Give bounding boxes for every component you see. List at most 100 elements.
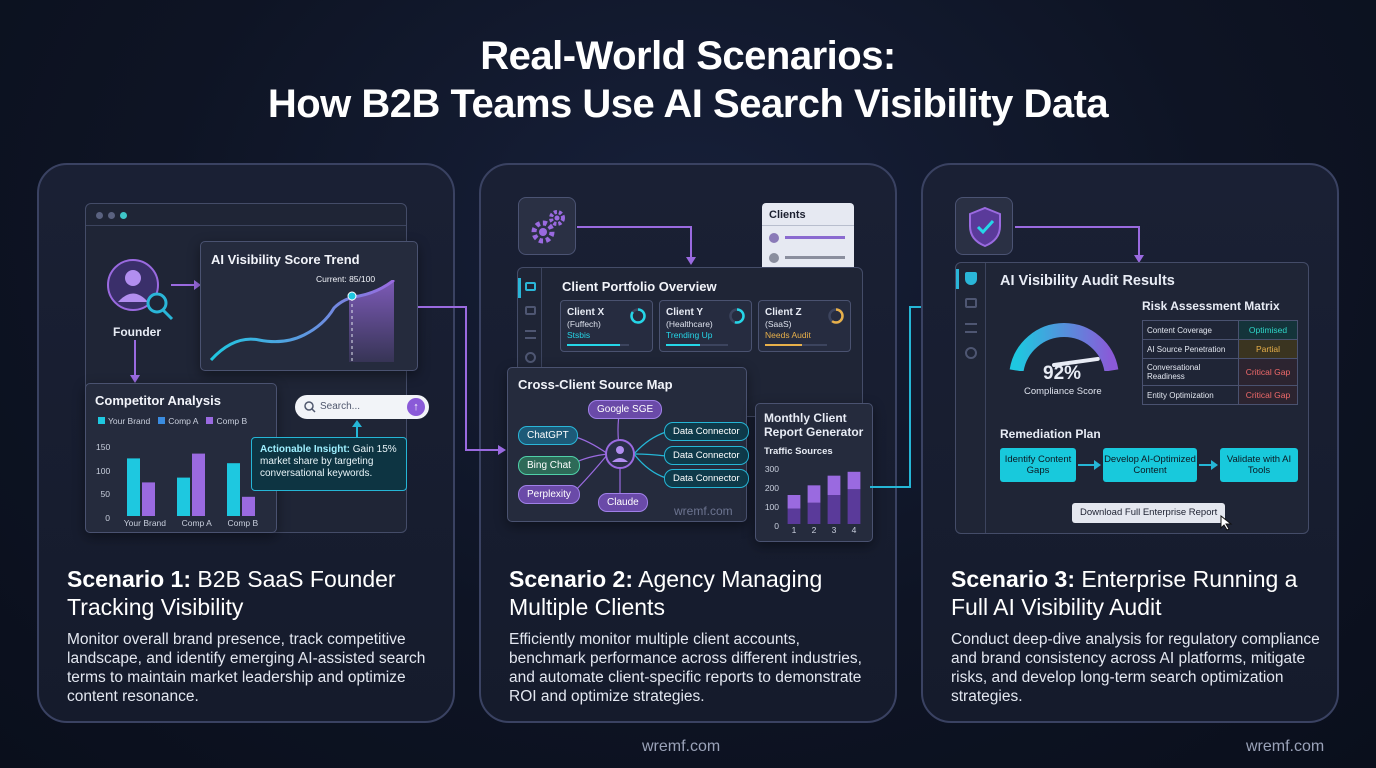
- client-card[interactable]: Client X (Fuffech) Stsbis: [560, 300, 653, 352]
- legend-your-brand: Your Brand: [108, 416, 151, 426]
- cursor-icon: [1220, 515, 1233, 531]
- source-map-links: [571, 409, 667, 495]
- scenario-1-description: Monitor overall brand presence, track co…: [67, 631, 426, 705]
- source-bing-chat[interactable]: Bing Chat: [518, 456, 580, 475]
- trend-area: [349, 280, 394, 362]
- xtick: 1: [791, 525, 797, 535]
- shield-box: [955, 197, 1013, 255]
- client-card[interactable]: Client Z (SaaЅ) Needs Audit: [758, 300, 851, 352]
- gauge-arc: [1009, 323, 1119, 371]
- footer-watermark-right: wremf.com: [1246, 738, 1325, 755]
- client-status: Trending Up: [666, 330, 713, 340]
- traffic-bar: [787, 495, 801, 509]
- scenario-1-name: B2B SaaS Founder Tracking Visibility: [67, 566, 396, 620]
- risk-row: Conversational Readiness Critical Gap: [1143, 358, 1297, 385]
- traffic-title: Traffic Sources: [764, 446, 833, 457]
- traffic-bar: [807, 485, 821, 503]
- search-input[interactable]: Search... ↑: [295, 395, 429, 419]
- traffic-bar: [827, 495, 841, 524]
- table-icon[interactable]: [965, 298, 977, 308]
- xtick: 4: [851, 525, 857, 535]
- gear-icon: [531, 210, 565, 244]
- legend-comp-b: Comp B: [216, 416, 248, 426]
- traffic-bar: [847, 489, 861, 524]
- client-card[interactable]: Client Y (Healthcare) Trending Up: [659, 300, 752, 352]
- legend-item: Your Brand: [98, 416, 150, 426]
- source-map-watermark: wremf.com: [674, 504, 733, 518]
- client-status: Needs Audit: [765, 330, 811, 340]
- client-name: Client Z: [765, 307, 802, 318]
- search-submit-icon[interactable]: ↑: [407, 398, 425, 416]
- source-claude[interactable]: Claude: [598, 493, 648, 512]
- source-map-title: Cross-Client Source Map: [518, 377, 673, 392]
- window-dot-icon: [108, 212, 115, 219]
- ytick: 0: [105, 512, 110, 523]
- xtick: 3: [831, 525, 837, 535]
- search-icon: [304, 401, 316, 413]
- browser-titlebar: [86, 204, 406, 226]
- risk-status: Partial: [1239, 340, 1297, 358]
- scenario-2-panel: Clients Client Portfolio Overview Client…: [479, 163, 897, 723]
- client-name: Client X: [567, 307, 605, 318]
- source-google-sge[interactable]: Google SGE: [588, 400, 663, 419]
- risk-row: Content Coverage Optimised: [1143, 321, 1297, 339]
- client-progress-ring: [828, 308, 844, 324]
- data-connector[interactable]: Data Connector: [664, 446, 749, 465]
- table-icon[interactable]: [525, 306, 536, 315]
- competitor-card: Competitor Analysis Your Brand Comp A Co…: [85, 383, 277, 533]
- portfolio-sidebar: [518, 268, 542, 416]
- scenario-3-title: Scenario 3: Enterprise Running a Full AI…: [951, 565, 1321, 621]
- shield-nav-icon[interactable]: [965, 272, 977, 285]
- scenario-3-number: Scenario 3:: [951, 566, 1075, 592]
- report-yaxis: 300 200 100 0: [761, 460, 779, 536]
- scenario-3-name: Enterprise Running a Full AI Visibility …: [951, 566, 1298, 620]
- competitor-xaxis: Your Brand Comp A Comp B: [116, 518, 266, 528]
- window-dot-icon: [96, 212, 103, 219]
- clients-list-title: Clients: [769, 209, 806, 221]
- source-perplexity[interactable]: Perplexity: [518, 485, 580, 504]
- remediation-title: Remediation Plan: [1000, 427, 1101, 441]
- step-develop-content[interactable]: Develop AI-Optimized Content: [1103, 448, 1197, 482]
- traffic-bar: [827, 475, 841, 495]
- xtick: Comp B: [227, 518, 259, 528]
- ytick: 200: [764, 483, 779, 493]
- shield-check-icon: [969, 206, 1001, 248]
- source-chatgpt[interactable]: ChatGPT: [518, 426, 578, 445]
- competitor-yaxis: 150 100 50 0: [96, 436, 110, 530]
- settings-icon[interactable]: [525, 352, 536, 363]
- compliance-score: 92%: [1043, 363, 1082, 384]
- insight-box: Actionable Insight: Gain 15% market shar…: [251, 437, 407, 491]
- list-icon[interactable]: [965, 323, 977, 333]
- flow-arrows: [130, 280, 362, 437]
- scenario-2-name: Agency Managing Multiple Clients: [509, 566, 823, 620]
- client-status: Stsbis: [567, 330, 591, 340]
- scenario-1-panel: Founder AI Visibility Score Trend Curren…: [37, 163, 455, 723]
- client-industry: (Healthcare): [666, 319, 713, 329]
- data-connector[interactable]: Data Connector: [664, 422, 749, 441]
- competitor-bar: [227, 463, 240, 516]
- settings-icon[interactable]: [965, 347, 977, 359]
- competitor-bar: [177, 477, 190, 516]
- legend-item: Comp A: [158, 416, 198, 426]
- search-placeholder: Search...: [320, 401, 361, 412]
- client-progress-ring: [630, 308, 646, 324]
- scenario-1-number: Scenario 1:: [67, 566, 191, 592]
- step-validate[interactable]: Validate with AI Tools: [1220, 448, 1298, 482]
- title-line-1: Real-World Scenarios:: [480, 34, 896, 78]
- dashboard-icon[interactable]: [525, 282, 536, 291]
- list-icon[interactable]: [525, 330, 536, 339]
- data-connector[interactable]: Data Connector: [664, 469, 749, 488]
- download-report-button[interactable]: Download Full Enterprise Report: [1072, 503, 1226, 523]
- risk-title: Risk Assessment Matrix: [1142, 299, 1280, 313]
- risk-status: Optimised: [1239, 321, 1297, 339]
- traffic-bar: [807, 502, 821, 524]
- founder-avatar-icon: [107, 259, 174, 321]
- step-identify-gaps[interactable]: Identify Content Gaps: [1000, 448, 1076, 482]
- competitor-bar: [192, 453, 205, 516]
- trend-card: AI Visibility Score Trend Current: 85/10…: [200, 241, 418, 371]
- compliance-label: Compliance Score: [1024, 386, 1102, 397]
- report-title: Monthly Client Report Generator: [764, 411, 864, 439]
- portfolio-title: Client Portfolio Overview: [562, 279, 717, 294]
- scenario-1-title: Scenario 1: B2B SaaS Founder Tracking Vi…: [67, 565, 437, 621]
- risk-item: Content Coverage: [1143, 321, 1239, 339]
